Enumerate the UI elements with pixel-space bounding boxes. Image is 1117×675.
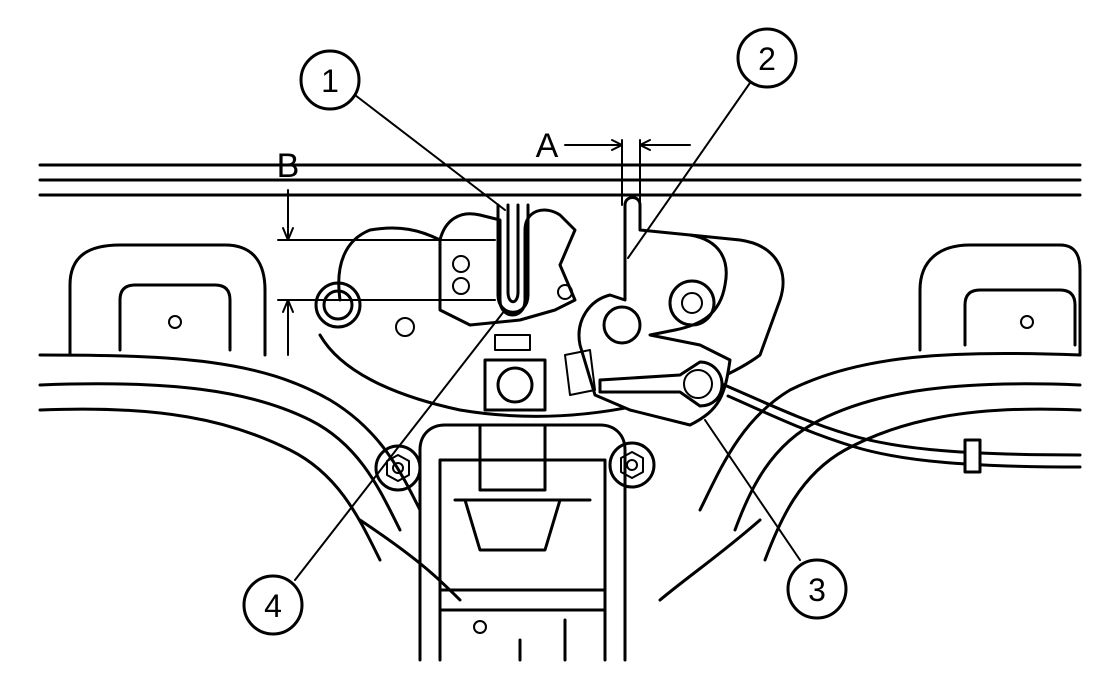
hood-lock-assembly (314, 196, 785, 427)
dimension-label-a: A (536, 127, 559, 165)
callout-4: 4 (242, 574, 304, 636)
callout-label-2: 2 (758, 41, 776, 77)
callout-label-1: 1 (321, 63, 339, 99)
callout-2: 2 (736, 27, 798, 89)
hood-lock-cable (720, 382, 1082, 474)
radiator-core-support (38, 351, 1082, 602)
right-mount-bracket (918, 243, 1082, 357)
callout-label-4: 4 (264, 588, 282, 624)
stay-bolt-right (608, 441, 656, 489)
callout-3: 3 (786, 558, 848, 620)
center-stay (418, 423, 627, 662)
callout-label-3: 3 (808, 572, 826, 608)
callout-1: 1 (299, 49, 361, 111)
leader-lines (294, 79, 801, 581)
dimension-b: B (277, 147, 496, 356)
hood-striker (496, 203, 530, 314)
hood-panel-lines (38, 163, 1082, 197)
dimension-label-b: B (277, 147, 300, 185)
left-mount-bracket (68, 243, 267, 357)
dimension-a: A (536, 127, 691, 206)
